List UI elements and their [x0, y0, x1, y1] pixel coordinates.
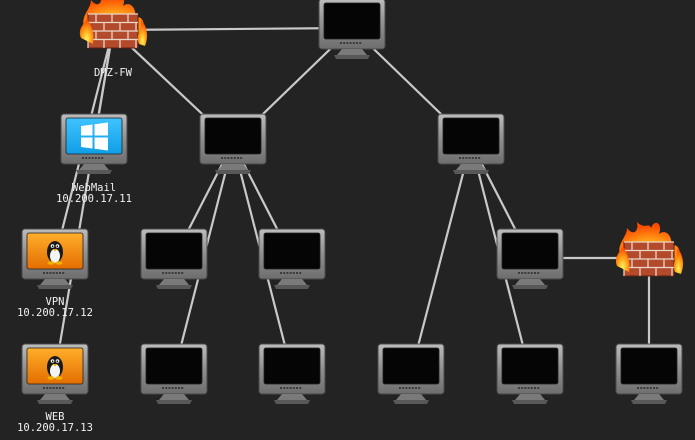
linux-monitor-icon — [21, 343, 89, 404]
blank-monitor-icon — [496, 228, 564, 289]
connection-lines — [53, 26, 651, 374]
right-switch-node[interactable] — [437, 113, 505, 174]
vpn-server-node[interactable]: VPN 10.200.17.12 — [17, 228, 93, 319]
host-node-l1[interactable] — [140, 228, 208, 289]
webmail-server-node[interactable]: WebMail 10.200.17.11 — [56, 113, 132, 205]
firewall-icon — [615, 222, 684, 277]
leaf-node-3[interactable] — [377, 343, 445, 404]
blank-monitor-icon — [318, 0, 386, 59]
leaf-node-4[interactable] — [496, 343, 564, 404]
linux-monitor-icon — [21, 228, 89, 289]
webmail-ip: 10.200.17.11 — [56, 193, 132, 205]
vpn-ip: 10.200.17.12 — [17, 307, 93, 319]
edge-dmz-fw-web — [53, 29, 115, 374]
leaf-node-5[interactable] — [615, 343, 683, 404]
web-label: WEB — [46, 411, 65, 423]
blank-monitor-icon — [377, 343, 445, 404]
web-ip: 10.200.17.13 — [17, 422, 93, 434]
blank-monitor-icon — [140, 228, 208, 289]
edge-core-dmz-fw — [112, 26, 353, 32]
edge-sw-right-leaf-3 — [409, 142, 473, 374]
dmz-firewall-node[interactable]: DMZ-FW — [79, 0, 148, 79]
blank-monitor-icon — [496, 343, 564, 404]
blank-monitor-icon — [437, 113, 505, 174]
blank-monitor-icon — [615, 343, 683, 404]
core-switch-node[interactable] — [318, 0, 386, 59]
host-node-r1[interactable] — [496, 228, 564, 289]
blank-monitor-icon — [199, 113, 267, 174]
left-switch-node[interactable] — [199, 113, 267, 174]
leaf-node-1[interactable] — [140, 343, 208, 404]
leaf-node-2[interactable] — [258, 343, 326, 404]
webmail-label: WebMail — [72, 182, 116, 194]
windows-monitor-icon — [60, 113, 128, 174]
firewall-icon — [79, 0, 148, 49]
blank-monitor-icon — [140, 343, 208, 404]
firewall-node-2[interactable] — [615, 222, 684, 277]
dmz-fw-label: DMZ-FW — [94, 67, 133, 79]
vpn-label: VPN — [46, 296, 65, 308]
blank-monitor-icon — [258, 343, 326, 404]
host-node-l2[interactable] — [258, 228, 326, 289]
web-server-node[interactable]: WEB 10.200.17.13 — [17, 343, 93, 434]
blank-monitor-icon — [258, 228, 326, 289]
